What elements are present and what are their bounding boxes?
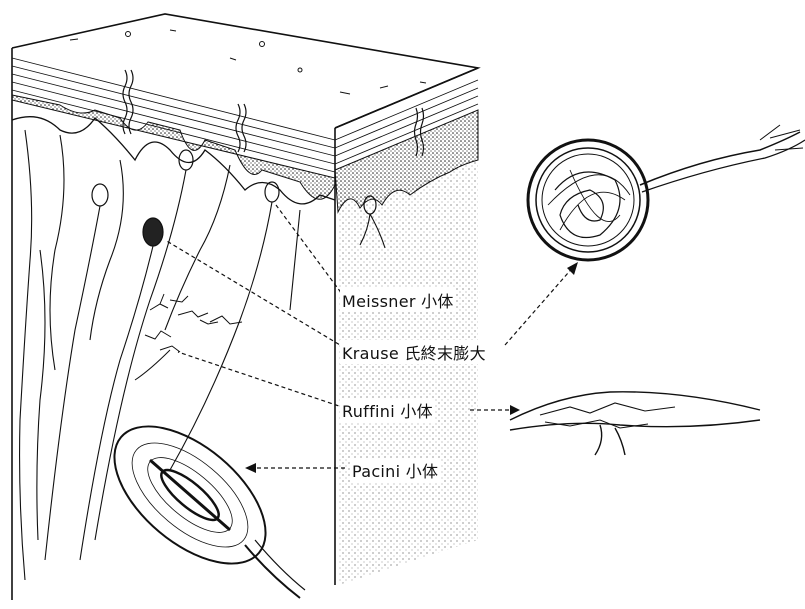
surface-pores	[70, 30, 426, 94]
label-meissner: Meissner 小体	[340, 288, 456, 312]
ruffini-ending-branches	[135, 294, 242, 380]
label-krause: Krause 氏終末膨大	[340, 340, 488, 364]
ruffini-detail-drawing	[510, 392, 760, 455]
nerve-fibers	[20, 130, 385, 580]
label-pacini: Pacini 小体	[350, 458, 440, 482]
label-ruffini: Ruffini 小体	[340, 398, 435, 422]
krause-detail-drawing	[528, 125, 805, 260]
pacini-corpuscle	[90, 400, 305, 598]
sweat-ducts	[123, 70, 424, 156]
basal-layer	[12, 95, 335, 199]
krause-end-bulb	[143, 218, 163, 246]
right-face-dermis	[338, 160, 478, 585]
